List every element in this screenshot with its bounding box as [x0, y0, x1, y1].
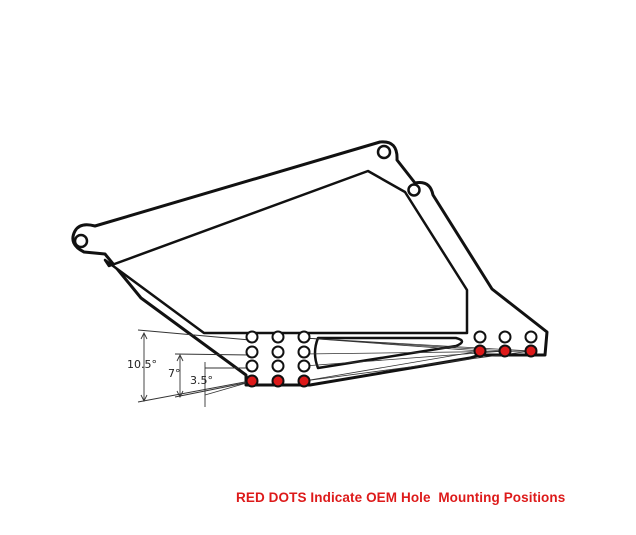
hole: [524, 330, 538, 344]
corner-hole-right: [407, 183, 421, 197]
left-hole-grid: [245, 330, 311, 388]
oem-hole-red-dot: [473, 344, 487, 358]
oem-hole-red-dot: [245, 374, 259, 388]
hole: [271, 330, 285, 344]
hole: [271, 345, 285, 359]
angle-label-7: 7°: [168, 367, 181, 380]
angle-label-10-5: 10.5°: [127, 358, 157, 371]
angle-label-3-5: 3.5°: [190, 374, 213, 387]
alignment-lines: [303, 337, 532, 382]
corner-hole-top: [376, 144, 392, 160]
oem-hole-red-dot: [524, 344, 538, 358]
oem-hole-red-dot: [297, 374, 311, 388]
hole: [245, 345, 259, 359]
right-hole-grid: [473, 330, 538, 358]
oem-legend-caption: RED DOTS Indicate OEM Hole Mounting Posi…: [236, 490, 566, 505]
corner-hole-left: [73, 233, 89, 249]
bracket-inner-window: [103, 169, 469, 335]
hole: [473, 330, 487, 344]
angle-reference-lines: [137, 329, 251, 407]
bracket-corner-holes: [73, 144, 421, 249]
hole: [245, 359, 259, 373]
hole: [297, 330, 311, 344]
oem-hole-red-dot: [498, 344, 512, 358]
hole: [245, 330, 259, 344]
hole: [271, 359, 285, 373]
oem-hole-red-dot: [271, 374, 285, 388]
hole: [297, 359, 311, 373]
hole: [297, 345, 311, 359]
hole: [498, 330, 512, 344]
